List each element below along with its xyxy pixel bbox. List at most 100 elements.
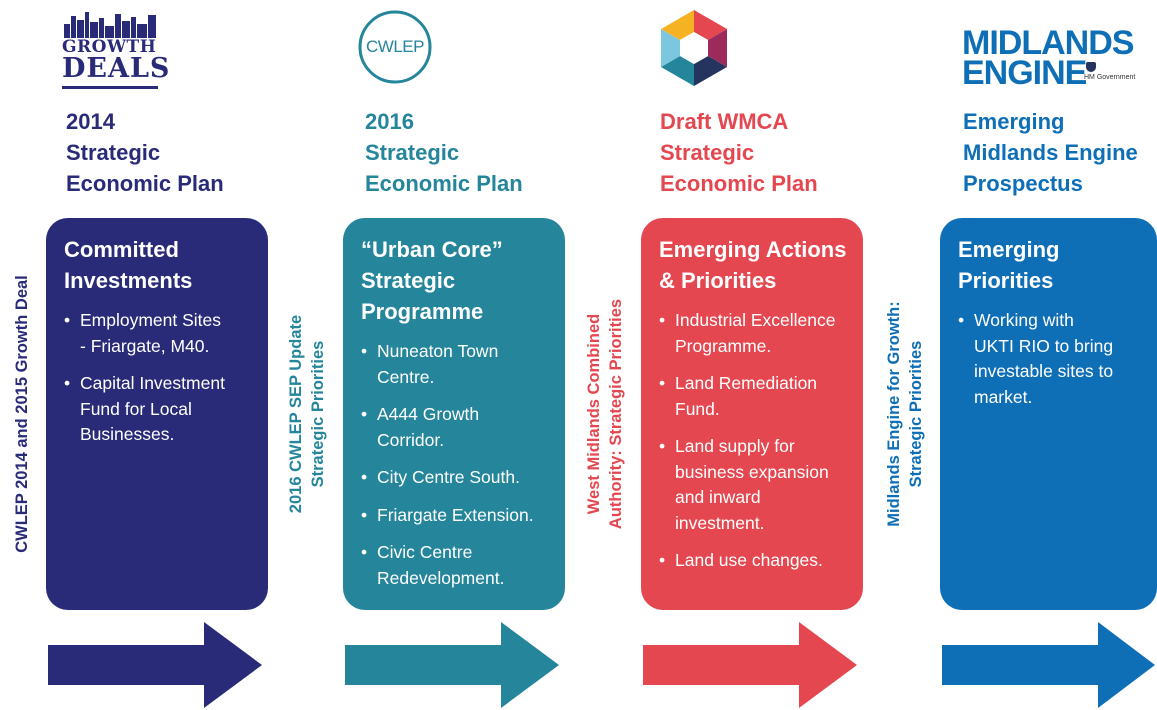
card-title: Emerging Priorities (958, 234, 1141, 296)
midlands-engine-logo: MIDLANDS ENGINE HM Government (962, 6, 1157, 92)
bullet-line: Nuneaton Town (377, 341, 499, 361)
bullet-line: business expansion (675, 461, 829, 482)
growth-deals-logo: GROWTH DEALS (60, 6, 169, 92)
card-title-line: Emerging (958, 237, 1060, 262)
bullet-list: Industrial Excellence Programme. Land Re… (659, 308, 847, 574)
side-label-line: Strategic Priorities (907, 340, 925, 488)
side-label-line: Midlands Engine for Growth: (885, 301, 903, 527)
bullet-line: Fund. (675, 398, 720, 419)
bullet-line: Programme. (675, 335, 772, 356)
bullet-line: investment. (675, 512, 765, 533)
heading-line: Strategic (660, 140, 755, 165)
growth-deals-logo-line1: GROWTH (62, 37, 157, 57)
side-label-cwlep-sep: 2016 CWLEP SEP Update Strategic Prioriti… (272, 218, 342, 610)
card-title-line: “Urban Core” (361, 237, 503, 262)
heading-line: Prospectus (963, 171, 1083, 196)
card-title-line: Emerging Actions (659, 237, 847, 262)
column-2-heading: 2016 Strategic Economic Plan (365, 106, 625, 199)
bullet-line: and inward (675, 487, 761, 507)
bullet-item: A444 Growth Corridor. (361, 402, 549, 453)
bullet-line: Businesses. (80, 424, 175, 444)
bullet-list: Employment Sites - Friargate, M40. Capit… (64, 308, 252, 448)
heading-line: 2016 (365, 109, 414, 134)
arrow-right-icon (942, 622, 1155, 708)
card-title-line: Committed (64, 237, 179, 262)
bullet-line: Redevelopment. (377, 567, 505, 588)
bullet-item: Working with UKTI RIO to bring investabl… (958, 308, 1141, 410)
midlands-engine-logo-line1: MIDLANDS (962, 24, 1134, 62)
bullet-line: Land use changes. (675, 550, 823, 570)
heading-line: Strategic (66, 140, 161, 165)
bullet-line: A444 Growth (377, 404, 480, 424)
bullet-line: Capital Investment (80, 373, 225, 393)
bullet-line: Corridor. (377, 429, 445, 450)
card-emerging-priorities: Emerging Priorities Working with UKTI RI… (940, 218, 1157, 610)
heading-line: Strategic (365, 140, 460, 165)
bullet-item: Employment Sites - Friargate, M40. (64, 308, 252, 359)
card-title: “Urban Core” Strategic Programme (361, 234, 549, 327)
bullet-line: - Friargate, M40. (80, 335, 210, 356)
card-urban-core: “Urban Core” Strategic Programme Nuneato… (343, 218, 565, 610)
heading-line: 2014 (66, 109, 115, 134)
wmca-logo (654, 6, 734, 92)
bullet-line: investable sites to (974, 361, 1114, 381)
card-emerging-actions: Emerging Actions & Priorities Industrial… (641, 218, 863, 610)
bullet-item: Land supply for business expansion and i… (659, 434, 847, 536)
arrow-right-icon (643, 622, 857, 708)
side-label-wmca: West Midlands Combined Authority: Strate… (570, 218, 640, 610)
bullet-line: Land supply for (675, 436, 795, 456)
column-4-heading: Emerging Midlands Engine Prospectus (963, 106, 1157, 199)
card-title-line: Investments (64, 268, 193, 293)
card-committed-investments: Committed Investments Employment Sites -… (46, 218, 268, 610)
bullet-item: Land use changes. (659, 548, 847, 574)
cwlep-logo-text: CWLEP (366, 37, 424, 56)
heading-line: Economic Plan (66, 171, 224, 196)
side-label-line: West Midlands Combined (585, 313, 603, 515)
side-label-line: Strategic Priorities (309, 340, 328, 488)
bullet-list: Nuneaton Town Centre. A444 Growth Corrid… (361, 339, 549, 591)
hm-government-tag: HM Government (1084, 74, 1136, 81)
card-title-line: & Priorities (659, 268, 777, 293)
bullet-line: City Centre South. (377, 467, 520, 487)
card-title-line: Priorities (958, 268, 1054, 293)
bullet-line: Employment Sites (80, 310, 222, 330)
arrow-right-icon (48, 622, 262, 708)
side-label-line: Authority: Strategic Priorities (607, 298, 625, 530)
midlands-engine-logo-line2: ENGINE (962, 54, 1087, 92)
crest-icon (1086, 62, 1096, 72)
heading-line: Emerging (963, 109, 1065, 134)
side-label-midlands-engine: Midlands Engine for Growth: Strategic Pr… (870, 218, 940, 610)
bullet-list: Working with UKTI RIO to bring investabl… (958, 308, 1141, 410)
heading-line: Midlands Engine (963, 140, 1138, 165)
bullet-item: Capital Investment Fund for Local Busine… (64, 371, 252, 448)
bullet-line: Friargate Extension. (377, 504, 534, 525)
bullet-item: Friargate Extension. (361, 503, 549, 529)
bullet-line: Centre. (377, 366, 435, 387)
bullet-line: Civic Centre (377, 542, 473, 562)
cwlep-logo: CWLEP (356, 6, 436, 92)
bullet-line: market. (974, 386, 1033, 407)
heading-line: Draft WMCA (660, 109, 789, 134)
wmca-hexagon-icon (661, 10, 727, 86)
growth-deals-logo-line2: DEALS (62, 53, 171, 84)
bullet-item: Civic Centre Redevelopment. (361, 540, 549, 591)
bullet-item: Industrial Excellence Programme. (659, 308, 847, 359)
column-3-heading: Draft WMCA Strategic Economic Plan (660, 106, 920, 199)
card-title-line: Strategic (361, 268, 456, 293)
side-label-line: 2016 CWLEP SEP Update (287, 314, 306, 514)
bullet-item: Nuneaton Town Centre. (361, 339, 549, 390)
card-title-line: Programme (361, 299, 484, 324)
column-1-heading: 2014 Strategic Economic Plan (66, 106, 326, 199)
bullet-line: Working with (974, 310, 1074, 330)
card-title: Emerging Actions & Priorities (659, 234, 847, 296)
cwlep-circle-icon (358, 10, 432, 84)
card-title: Committed Investments (64, 234, 252, 296)
arrow-right-icon (345, 622, 559, 708)
heading-line: Economic Plan (365, 171, 523, 196)
bullet-line: UKTI RIO to bring (974, 335, 1114, 356)
bullet-line: Land Remediation (675, 373, 818, 393)
bullet-item: City Centre South. (361, 465, 549, 491)
side-label-line: CWLEP 2014 and 2015 Growth Deal (13, 275, 32, 553)
heading-line: Economic Plan (660, 171, 818, 196)
city-skyline-icon (62, 12, 158, 89)
